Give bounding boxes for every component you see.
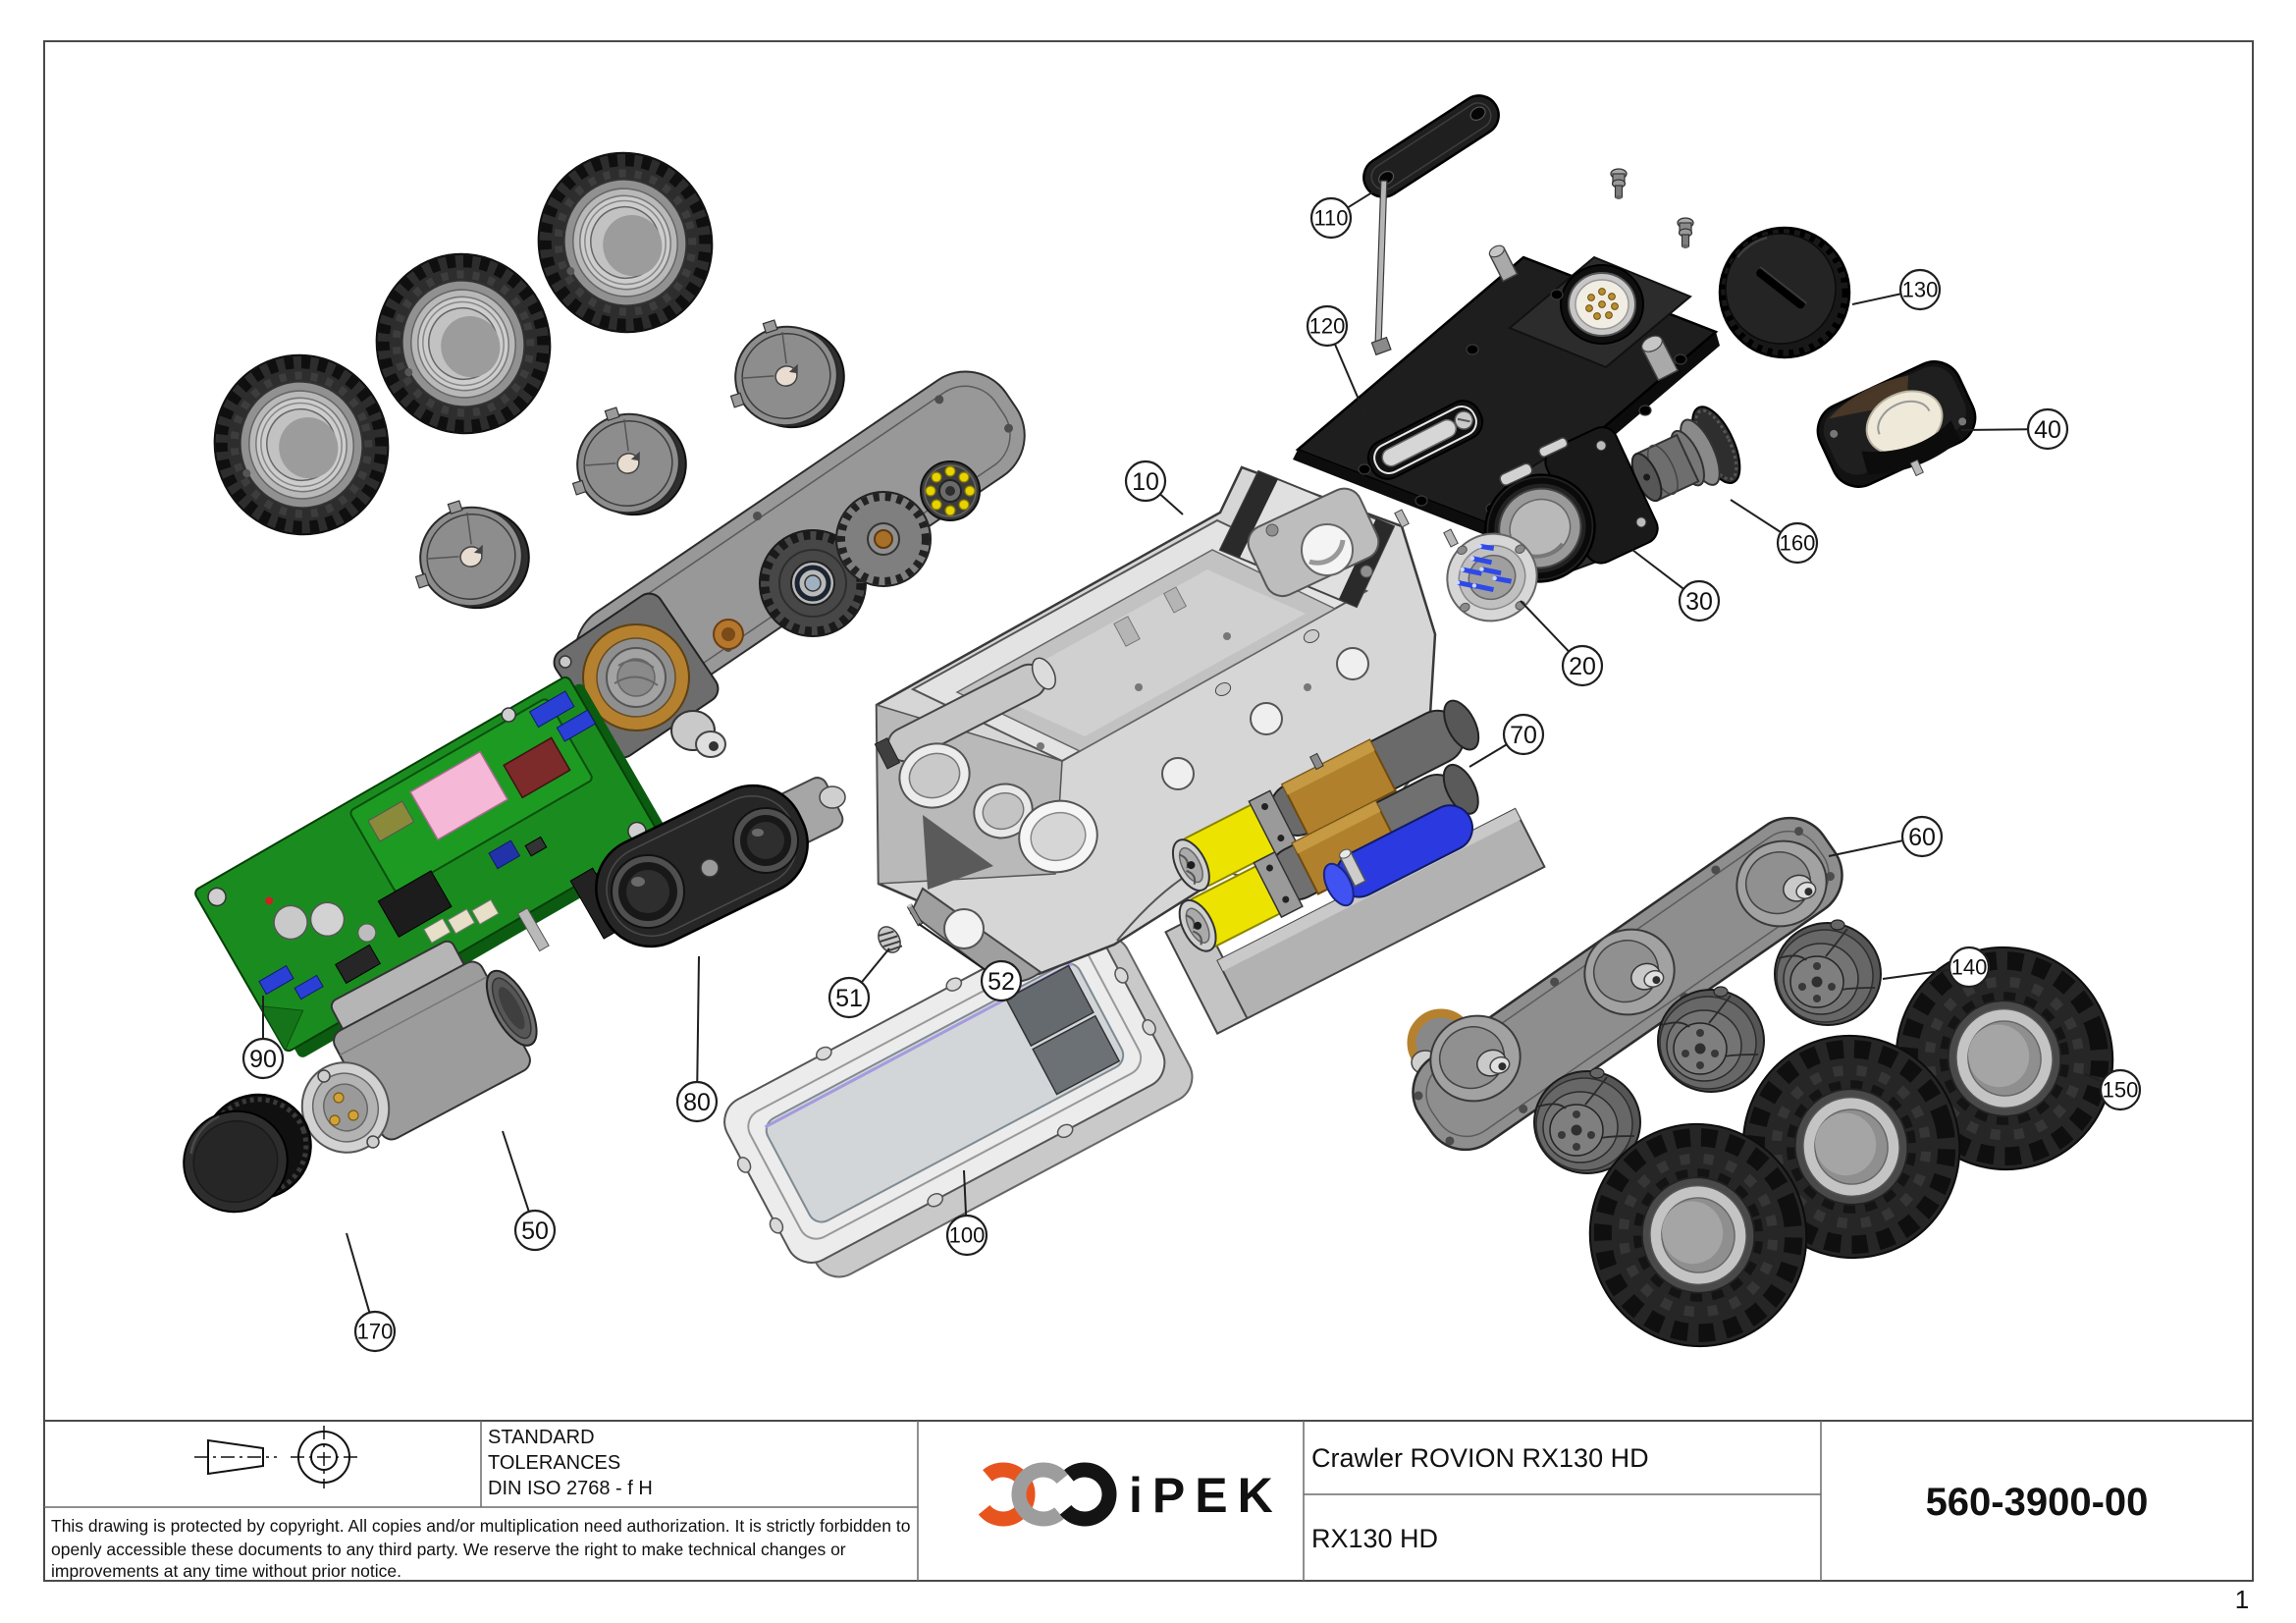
wheel-tires-left <box>213 151 714 536</box>
tolerance-standard: STANDARD <box>488 1427 595 1448</box>
svg-text:140: 140 <box>1951 955 1988 980</box>
svg-text:80: 80 <box>683 1089 711 1116</box>
drawing-border <box>43 40 2254 1582</box>
wheel-tires-right <box>1588 946 2114 1348</box>
balloon-170: 170 <box>346 1232 397 1353</box>
chain-tire <box>1588 1122 1808 1348</box>
balloon-160: 160 <box>1730 499 1819 565</box>
part-pressure-plug <box>1630 406 1741 503</box>
balloon-90: 90 <box>241 996 285 1080</box>
part-pcb <box>194 676 673 1057</box>
knobby-tire <box>375 252 552 435</box>
svg-text:openly accessible these docume: openly accessible these documents to any… <box>51 1540 846 1559</box>
ipek-logo-rings-icon <box>971 1462 1117 1527</box>
part-side-plate <box>1407 816 1843 1152</box>
svg-text:40: 40 <box>2034 416 2061 444</box>
roller-bearing <box>920 460 981 521</box>
svg-text:130: 130 <box>1902 278 1939 302</box>
balloon-80: 80 <box>675 955 719 1123</box>
svg-text:50: 50 <box>521 1217 549 1245</box>
svg-text:20: 20 <box>1569 653 1596 680</box>
svg-text:60: 60 <box>1908 824 1936 851</box>
part-connector-housing <box>1483 426 1659 583</box>
part-pin-connector <box>1446 532 1538 622</box>
balloon-51: 51 <box>828 947 890 1019</box>
part-camera-body <box>300 940 538 1154</box>
wheel-mount-boss <box>1735 839 1828 928</box>
wheel-mount-boss <box>1583 928 1676 1016</box>
balloon-70: 70 <box>1468 713 1545 768</box>
balloon-120: 120 <box>1306 304 1372 430</box>
part-camera-head <box>595 777 846 948</box>
svg-text:70: 70 <box>1510 722 1537 749</box>
balloon-140: 140 <box>1882 946 1991 989</box>
part-clamp-bracket <box>1816 360 1977 488</box>
ipek-logo-text: iPEK <box>1129 1468 1283 1523</box>
copyright-text: This drawing is protected by copyright. … <box>51 1516 910 1581</box>
drawing-number: 560-3900-00 <box>1926 1481 2149 1524</box>
svg-text:10: 10 <box>1132 468 1159 496</box>
svg-text:90: 90 <box>249 1046 277 1073</box>
balloon-10: 10 <box>1124 460 1184 515</box>
hub-disc <box>729 319 845 429</box>
balloon-callouts: 10 20 30 40 50 51 52 60 70 80 90 100 110 120 130 140 150… <box>241 189 2142 1353</box>
svg-text:This drawing is protected by c: This drawing is protected by copyright. … <box>51 1516 910 1536</box>
hub-disc <box>571 406 687 516</box>
tolerance-tolerances: TOLERANCES <box>488 1452 620 1474</box>
part-handle <box>1362 94 1500 356</box>
hub-dome <box>1774 919 1882 1026</box>
ipek-logo: iPEK <box>971 1462 1283 1527</box>
part-lens-cap <box>183 1093 312 1214</box>
product-subtitle: RX130 HD <box>1311 1524 1438 1553</box>
svg-text:52: 52 <box>988 968 1015 996</box>
balloon-20: 20 <box>1520 600 1604 687</box>
knobby-tire <box>213 353 390 536</box>
knobby-tire <box>537 151 714 334</box>
product-title: Crawler ROVION RX130 HD <box>1311 1443 1649 1473</box>
part-gear-plate <box>553 370 1026 759</box>
balloon-130: 130 <box>1851 268 1942 311</box>
balloon-110: 110 <box>1309 189 1376 240</box>
wheel-hubs-right <box>1533 919 1882 1174</box>
wheel-hubs-left <box>414 319 845 610</box>
balloon-52: 52 <box>918 923 1023 1002</box>
svg-text:170: 170 <box>357 1320 394 1344</box>
hub-dome <box>1657 986 1765 1093</box>
part-spring <box>878 926 903 953</box>
hub-dome <box>1533 1067 1641 1174</box>
wheel-mount-boss <box>1429 1014 1522 1103</box>
svg-text:120: 120 <box>1309 314 1346 339</box>
title-block: STANDARD TOLERANCES DIN ISO 2768 - f H T… <box>44 1420 2253 1581</box>
tolerance-din: DIN ISO 2768 - f H <box>488 1478 653 1499</box>
chain-tire <box>1741 1034 1961 1260</box>
svg-text:160: 160 <box>1780 531 1816 556</box>
balloon-40: 40 <box>1960 407 2069 451</box>
svg-text:100: 100 <box>949 1223 986 1248</box>
balloon-150: 150 <box>2084 1068 2142 1111</box>
hub-disc <box>414 500 530 610</box>
part-chassis <box>874 465 1437 983</box>
balloon-100: 100 <box>945 1169 988 1257</box>
svg-text:110: 110 <box>1313 206 1348 231</box>
screw <box>1677 217 1694 248</box>
part-clear-cover <box>723 920 1194 1278</box>
gear-small <box>835 491 932 587</box>
page-number: 1 <box>2235 1585 2249 1614</box>
screw <box>1610 168 1628 199</box>
svg-text:30: 30 <box>1685 588 1713 616</box>
part-screw-cap <box>1718 226 1851 359</box>
handle-rod <box>1374 180 1388 343</box>
svg-text:150: 150 <box>2103 1078 2139 1103</box>
part-motor-assembly <box>1164 699 1546 1035</box>
balloon-50: 50 <box>502 1130 557 1252</box>
svg-text:51: 51 <box>835 985 863 1012</box>
exploded-view <box>183 94 2114 1348</box>
projection-symbol-icon <box>194 1426 357 1488</box>
balloon-60: 60 <box>1828 815 1944 858</box>
part-screws <box>1610 168 1694 248</box>
balloon-30: 30 <box>1631 549 1721 622</box>
svg-text:improvements at any time witho: improvements at any time without prior n… <box>51 1561 401 1581</box>
